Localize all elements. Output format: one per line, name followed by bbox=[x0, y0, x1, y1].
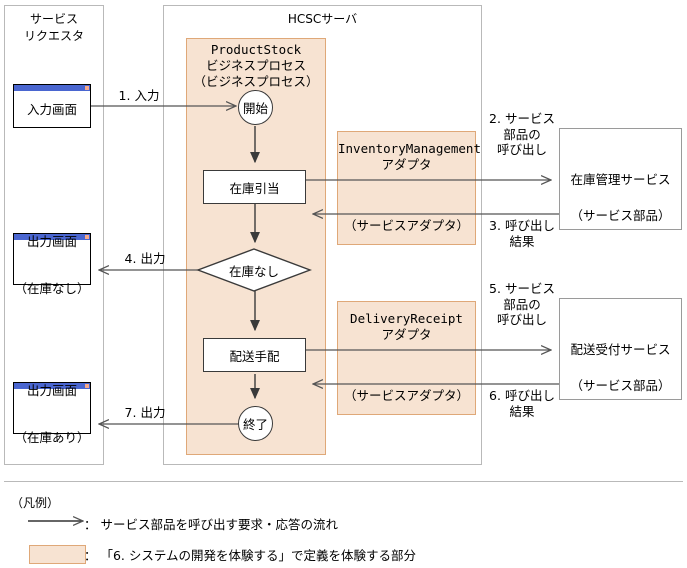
flow-5-call-label: 5. サービス 部品の 呼び出し bbox=[489, 281, 555, 328]
inventory-service-line2: （サービス部品） bbox=[570, 208, 671, 223]
flow-node-delivery: 配送手配 bbox=[203, 338, 306, 372]
output-in-stock-label-line2: （在庫あり） bbox=[14, 429, 90, 445]
flow-node-delivery-label: 配送手配 bbox=[229, 348, 280, 364]
window-titlebar bbox=[14, 85, 90, 91]
window-close-icon[interactable] bbox=[85, 384, 89, 388]
process-title-line1: ProductStock bbox=[210, 42, 302, 57]
delivery-service-line2: （サービス部品） bbox=[570, 378, 671, 393]
requester-label-line2: リクエスタ bbox=[23, 29, 84, 43]
flow-node-allocate: 在庫引当 bbox=[203, 170, 306, 204]
output-screen-no-stock-window[interactable]: 出力画面 （在庫なし） bbox=[13, 233, 91, 296]
flow-node-start-label: 開始 bbox=[242, 101, 268, 116]
flow-7-output-label: 7. 出力 bbox=[124, 405, 166, 420]
output-no-stock-label-line1: 出力画面 bbox=[26, 234, 77, 249]
output-in-stock-label-line1: 出力画面 bbox=[26, 383, 77, 398]
input-screen-label: 入力画面 bbox=[26, 102, 77, 118]
delivery-adapter-kind: （サービスアダプタ） bbox=[343, 388, 469, 403]
delivery-receipt-adapter: DeliveryReceipt アダプタ （サービスアダプタ） bbox=[337, 301, 476, 415]
inventory-management-service: 在庫管理サービス （サービス部品） bbox=[559, 128, 682, 230]
inventory-service-line1: 在庫管理サービス bbox=[570, 172, 671, 187]
flow-node-allocate-label: 在庫引当 bbox=[229, 180, 280, 196]
legend-arrow-text: ： サービス部品を呼び出す要求・応答の流れ bbox=[84, 517, 338, 532]
window-close-icon[interactable] bbox=[85, 235, 89, 239]
inventory-management-adapter: InventoryManagement アダプタ （サービスアダプタ） bbox=[337, 131, 481, 245]
output-screen-in-stock-window[interactable]: 出力画面 （在庫あり） bbox=[13, 382, 91, 445]
process-title-line2: ビジネスプロセス bbox=[205, 58, 306, 73]
flow-node-end-label: 終了 bbox=[242, 417, 268, 432]
flow-node-end: 終了 bbox=[238, 406, 273, 441]
hcsc-server-title: HCSCサーバ bbox=[287, 12, 358, 26]
flow-1-input-label: 1. 入力 bbox=[118, 88, 160, 103]
delivery-adapter-subtitle: アダプタ bbox=[381, 326, 432, 342]
hcsc-server-panel bbox=[163, 5, 482, 465]
inventory-adapter-title: InventoryManagement bbox=[338, 141, 481, 156]
delivery-service-line1: 配送受付サービス bbox=[570, 342, 671, 357]
flow-node-decision-label: 在庫なし bbox=[228, 263, 279, 279]
flow-node-decision: 在庫なし bbox=[198, 249, 310, 291]
output-no-stock-label-line2: （在庫なし） bbox=[14, 280, 90, 296]
legend-color-swatch bbox=[29, 545, 86, 564]
flow-6-result-label: 6. 呼び出し 結果 bbox=[489, 388, 555, 419]
flow-3-result-label: 3. 呼び出し 結果 bbox=[489, 218, 555, 249]
inventory-adapter-subtitle: アダプタ bbox=[381, 156, 432, 172]
window-close-icon[interactable] bbox=[85, 86, 89, 90]
legend-divider bbox=[4, 481, 683, 482]
input-screen-window[interactable]: 入力画面 bbox=[13, 84, 91, 128]
requester-label-line1: サービス bbox=[29, 12, 78, 26]
process-title-line3: （ビジネスプロセス） bbox=[193, 74, 319, 89]
window-titlebar bbox=[14, 234, 90, 240]
window-titlebar bbox=[14, 383, 90, 389]
flow-2-call-label: 2. サービス 部品の 呼び出し bbox=[489, 111, 555, 158]
service-requester-panel bbox=[4, 5, 104, 465]
delivery-adapter-title: DeliveryReceipt bbox=[350, 311, 463, 326]
legend-swatch-text: ： 「6. システムの開発を体験する」で定義を体験する部分 bbox=[84, 548, 416, 563]
inventory-adapter-kind: （サービスアダプタ） bbox=[343, 218, 469, 233]
legend-title: （凡例） bbox=[11, 496, 60, 510]
flow-node-start: 開始 bbox=[238, 90, 273, 125]
delivery-receipt-service: 配送受付サービス （サービス部品） bbox=[559, 298, 682, 400]
flow-4-output-label: 4. 出力 bbox=[124, 251, 166, 266]
